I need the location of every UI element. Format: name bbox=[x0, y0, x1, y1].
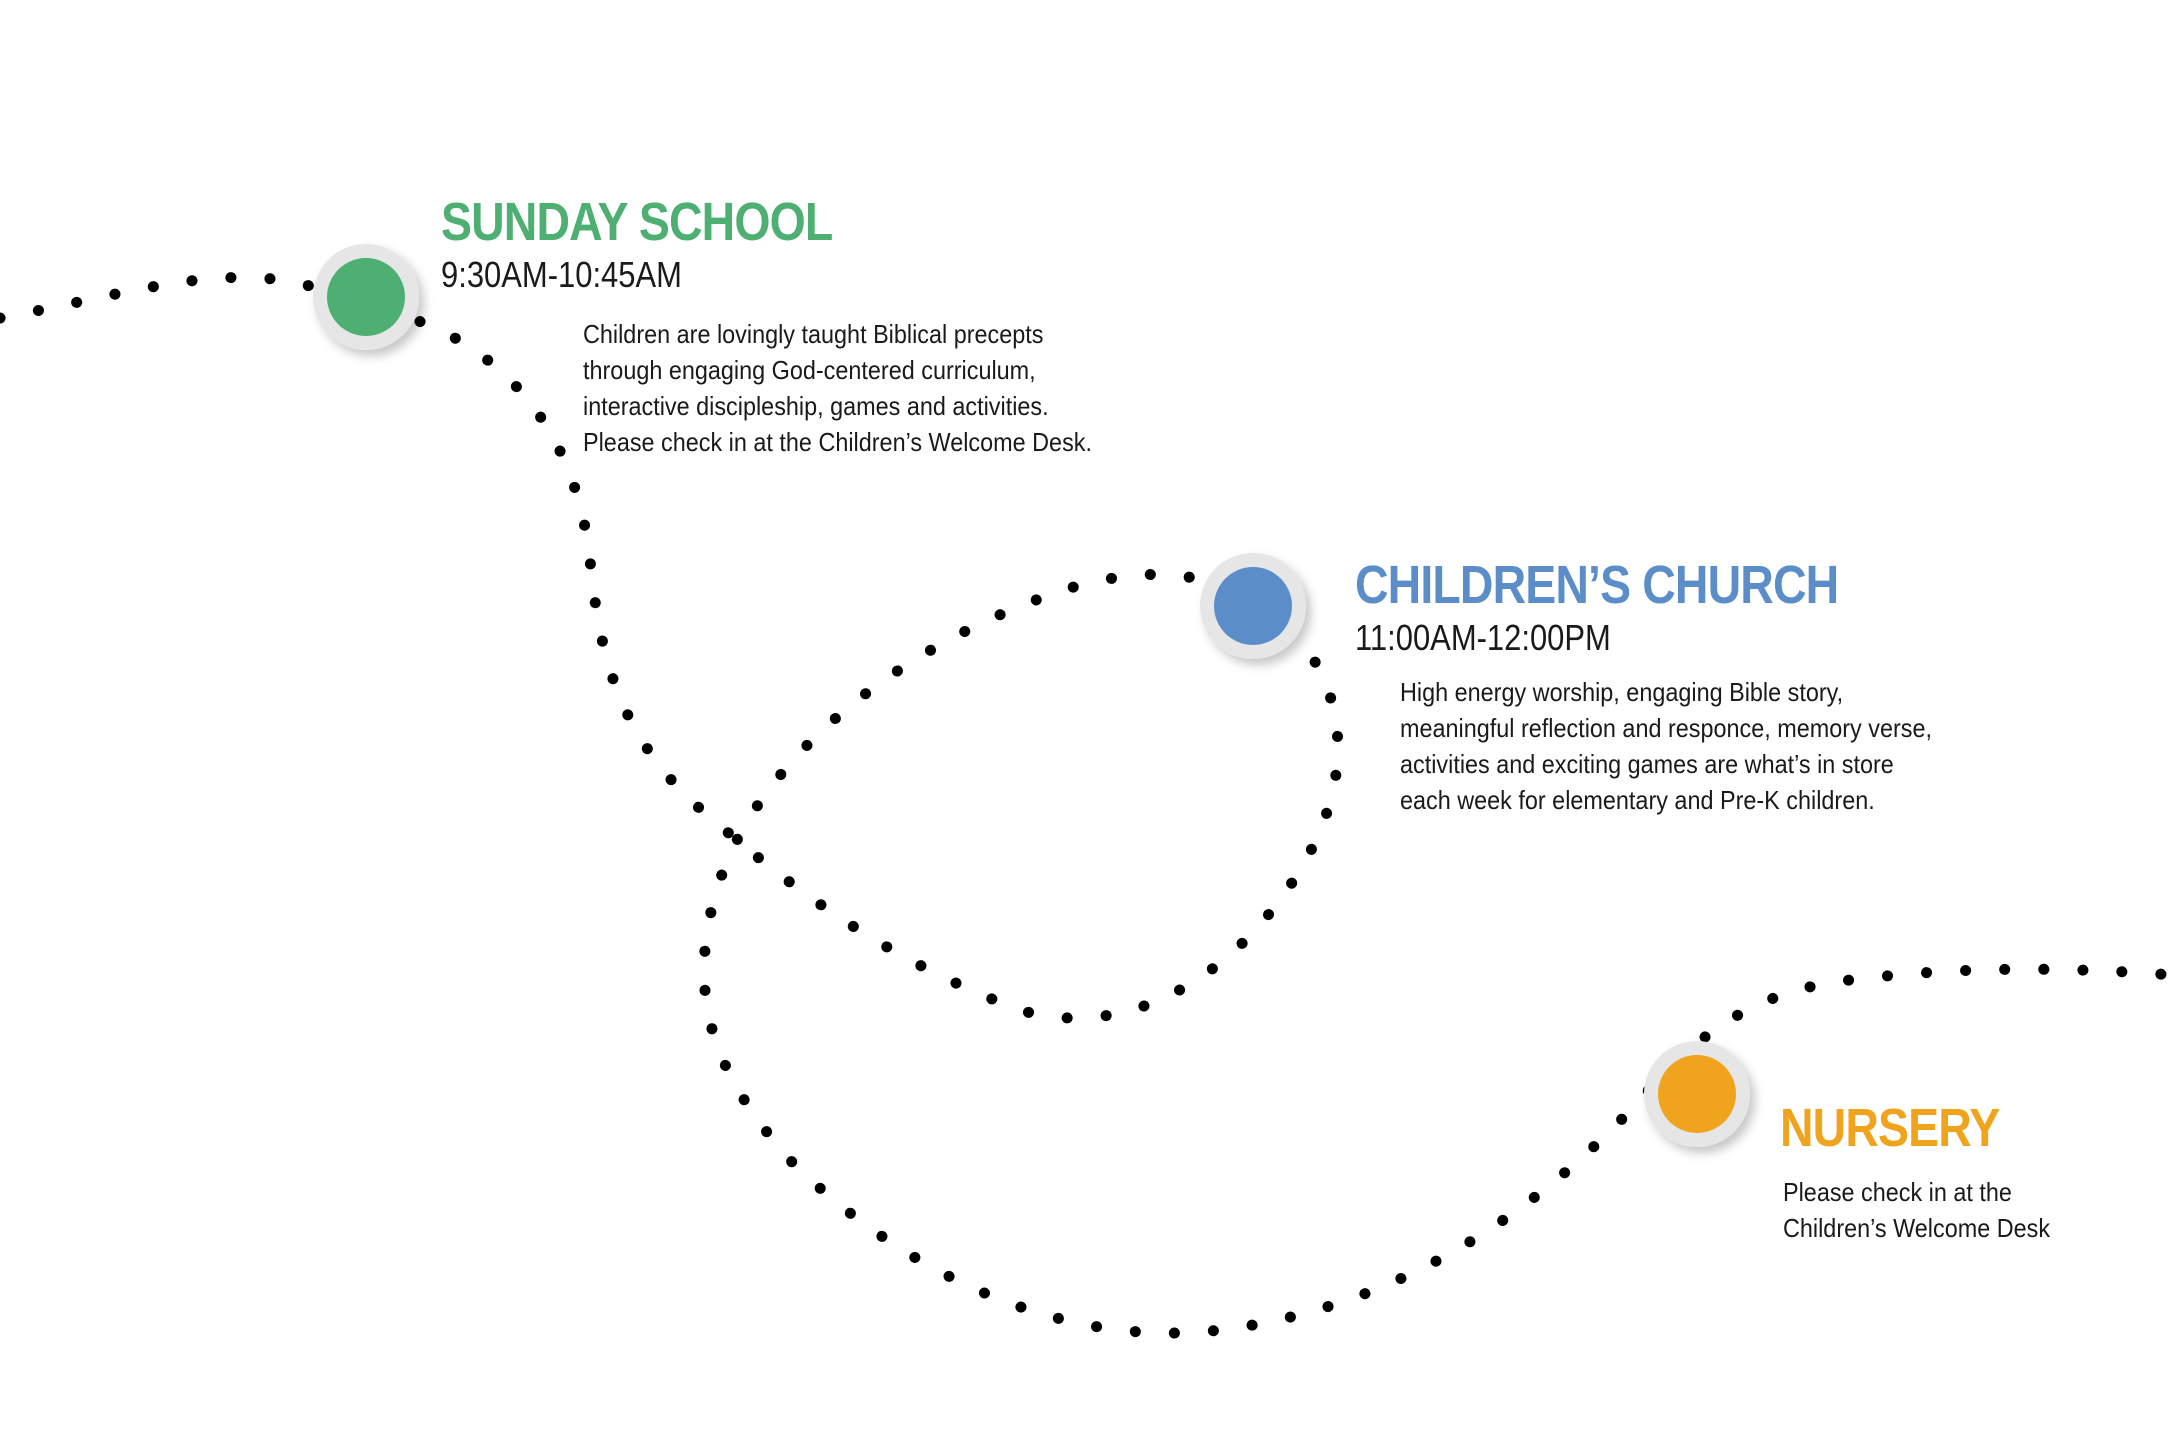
sunday-school-section: SUNDAY SCHOOL 9:30AM-10:45AM bbox=[441, 192, 896, 296]
nursery-line: Children’s Welcome Desk bbox=[1783, 1213, 2051, 1243]
nursery-description: Please check in at the Children’s Welcom… bbox=[1783, 1174, 2050, 1246]
sunday-school-line: Please check in at the Children’s Welcom… bbox=[583, 427, 1092, 457]
nursery-title: NURSERY bbox=[1780, 1098, 2000, 1158]
childrens-church-line: High energy worship, engaging Bible stor… bbox=[1400, 677, 1844, 707]
childrens-church-line: activities and exciting games are what’s… bbox=[1400, 749, 1894, 779]
childrens-church-title: CHILDREN’S CHURCH bbox=[1355, 555, 1839, 615]
childrens-church-line: each week for elementary and Pre-K child… bbox=[1400, 785, 1875, 815]
sunday-school-line: through engaging God-centered curriculum… bbox=[583, 355, 1036, 385]
childrens-church-description: High energy worship, engaging Bible stor… bbox=[1400, 674, 1932, 818]
sunday-school-line: interactive discipleship, games and acti… bbox=[583, 391, 1049, 421]
sunday-school-title: SUNDAY SCHOOL bbox=[441, 192, 833, 252]
sunday-school-time: 9:30AM-10:45AM bbox=[441, 254, 682, 295]
childrens-church-dot bbox=[1214, 567, 1292, 645]
nursery-section: NURSERY bbox=[1780, 1098, 2035, 1158]
sunday-school-dot bbox=[327, 258, 405, 336]
nursery-dot bbox=[1658, 1055, 1736, 1133]
nursery-line: Please check in at the bbox=[1783, 1177, 2012, 1207]
sunday-school-line: Children are lovingly taught Biblical pr… bbox=[583, 319, 1044, 349]
childrens-church-line: meaningful reflection and responce, memo… bbox=[1400, 713, 1932, 743]
childrens-church-section: CHILDREN’S CHURCH 11:00AM-12:00PM bbox=[1355, 555, 1917, 659]
sunday-school-description: Children are lovingly taught Biblical pr… bbox=[583, 316, 1092, 460]
childrens-church-time: 11:00AM-12:00PM bbox=[1355, 617, 1611, 658]
